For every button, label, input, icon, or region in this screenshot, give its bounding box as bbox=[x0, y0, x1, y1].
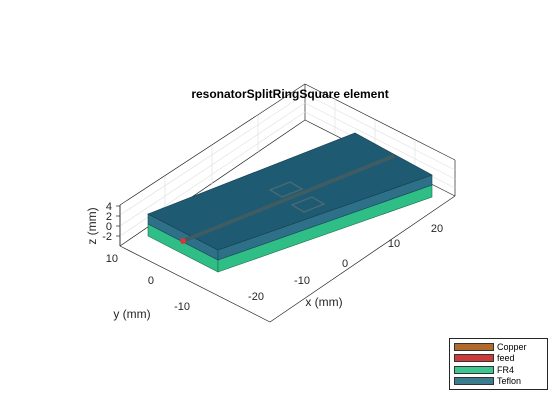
legend: Copper feed FR4 Teflon bbox=[449, 338, 548, 390]
x-tick-label: -20 bbox=[248, 291, 264, 303]
plot-title: resonatorSplitRingSquare element bbox=[191, 87, 388, 101]
z-axis-label: z (mm) bbox=[85, 207, 99, 244]
y-axis-label: y (mm) bbox=[113, 307, 150, 321]
z-tick-label: 0 bbox=[106, 221, 112, 233]
x-tick-label: -10 bbox=[294, 275, 310, 287]
x-axis: -20 -10 0 10 20 x (mm) bbox=[248, 223, 443, 309]
x-tick-label: 0 bbox=[342, 258, 348, 270]
split-ring-left bbox=[268, 181, 304, 198]
legend-label: Copper bbox=[497, 341, 527, 352]
legend-swatch-feed bbox=[454, 354, 494, 363]
legend-entry-feed: feed bbox=[454, 353, 547, 365]
y-tick-label: 0 bbox=[148, 275, 154, 287]
split-ring-resonators bbox=[268, 181, 326, 213]
legend-label: Teflon bbox=[497, 376, 522, 387]
legend-entry-fr4: FR4 bbox=[454, 364, 547, 376]
box-edge-floor bbox=[119, 195, 456, 323]
legend-swatch-fr4 bbox=[454, 365, 494, 374]
antenna-geometry bbox=[147, 132, 433, 273]
y-tick-label: 10 bbox=[106, 253, 118, 265]
legend-swatch-copper bbox=[454, 342, 494, 351]
x-tick-label: 10 bbox=[388, 238, 400, 250]
x-axis-label: x (mm) bbox=[305, 295, 342, 309]
z-tick-label: -2 bbox=[102, 231, 112, 243]
feed-point bbox=[180, 238, 186, 244]
z-axis: 4 2 0 -2 z (mm) bbox=[85, 201, 121, 246]
back-wall-top bbox=[120, 84, 455, 280]
x-tick-label: 20 bbox=[431, 223, 443, 235]
z-tick-label: 4 bbox=[106, 201, 112, 213]
split-ring-right bbox=[290, 196, 326, 213]
legend-entry-copper: Copper bbox=[454, 341, 547, 353]
legend-label: feed bbox=[497, 353, 515, 364]
legend-label: FR4 bbox=[497, 364, 515, 375]
copper-strip-line bbox=[182, 154, 395, 243]
legend-entry-teflon: Teflon bbox=[454, 376, 547, 388]
z-tick-label: 2 bbox=[106, 211, 112, 223]
y-tick-label: -10 bbox=[174, 301, 190, 313]
legend-swatch-teflon bbox=[454, 377, 494, 386]
y-axis: 10 0 -10 y (mm) bbox=[106, 253, 190, 321]
